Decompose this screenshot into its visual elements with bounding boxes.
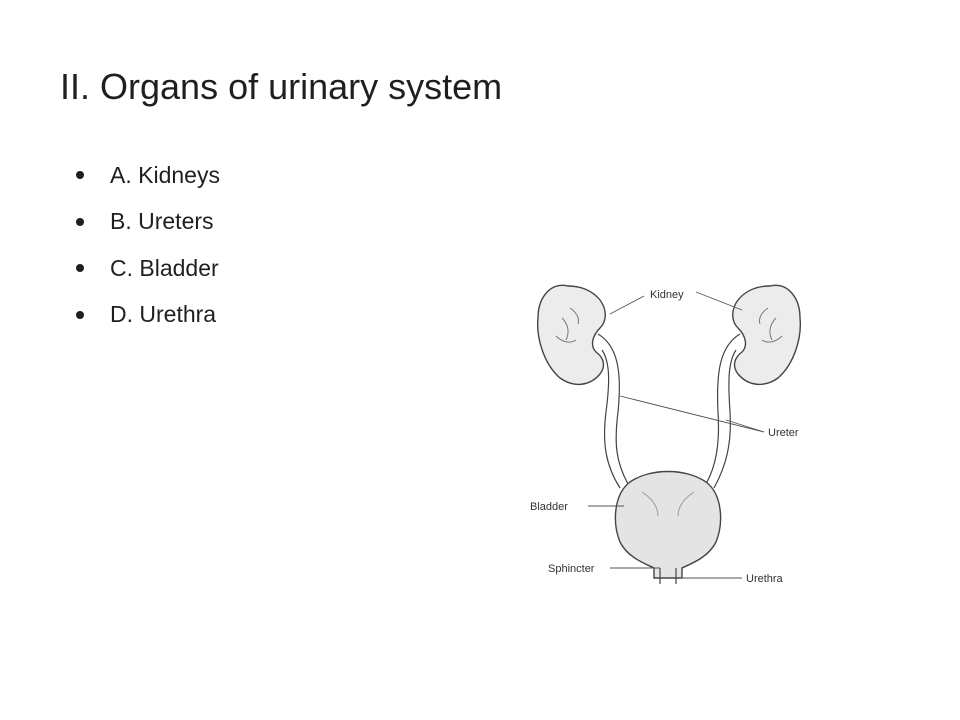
bullet-icon	[76, 217, 84, 226]
left-kidney-shape	[537, 284, 606, 385]
right-kidney-hilum	[759, 307, 783, 343]
ureter-leader-left	[619, 395, 765, 433]
urethra-label: Urethra	[746, 573, 784, 585]
urinary-system-diagram: Kidney Ureter Bladder Sphincter Urethra	[530, 284, 801, 585]
list-item-kidneys: A. Kidneys	[76, 152, 220, 199]
list-item-label: C. Bladder	[110, 254, 219, 281]
right-ureter	[705, 333, 741, 485]
right-kidney-shape	[732, 284, 801, 385]
bullet-icon	[76, 171, 84, 180]
bladder-inner-lines	[641, 491, 695, 517]
ureter-leader-right	[725, 419, 765, 433]
organ-list: A. Kidneys B. Ureters C. Bladder D. Uret…	[76, 152, 220, 338]
left-ureter-inner	[601, 349, 621, 489]
left-kidney-hilum	[555, 307, 579, 343]
urethra-tube	[659, 568, 677, 584]
slide-title: II. Organs of urinary system	[60, 66, 503, 107]
kidney-leader-right	[695, 291, 743, 311]
list-item-ureters: B. Ureters	[76, 199, 220, 246]
right-ureter-inner	[713, 349, 737, 489]
list-item-urethra: D. Urethra	[76, 292, 220, 339]
bladder-shape	[614, 470, 722, 579]
ureter-label: Ureter	[768, 427, 799, 439]
sphincter-label: Sphincter	[548, 563, 595, 575]
bullet-icon	[76, 310, 84, 319]
list-item-label: B. Ureters	[110, 208, 214, 235]
kidney-leader-left	[609, 295, 645, 315]
left-ureter	[597, 333, 629, 485]
kidney-label: Kidney	[650, 289, 684, 301]
list-item-bladder: C. Bladder	[76, 245, 220, 292]
bladder-label: Bladder	[530, 501, 568, 513]
bullet-icon	[76, 264, 84, 273]
list-item-label: D. Urethra	[110, 301, 217, 328]
list-item-label: A. Kidneys	[110, 161, 220, 188]
